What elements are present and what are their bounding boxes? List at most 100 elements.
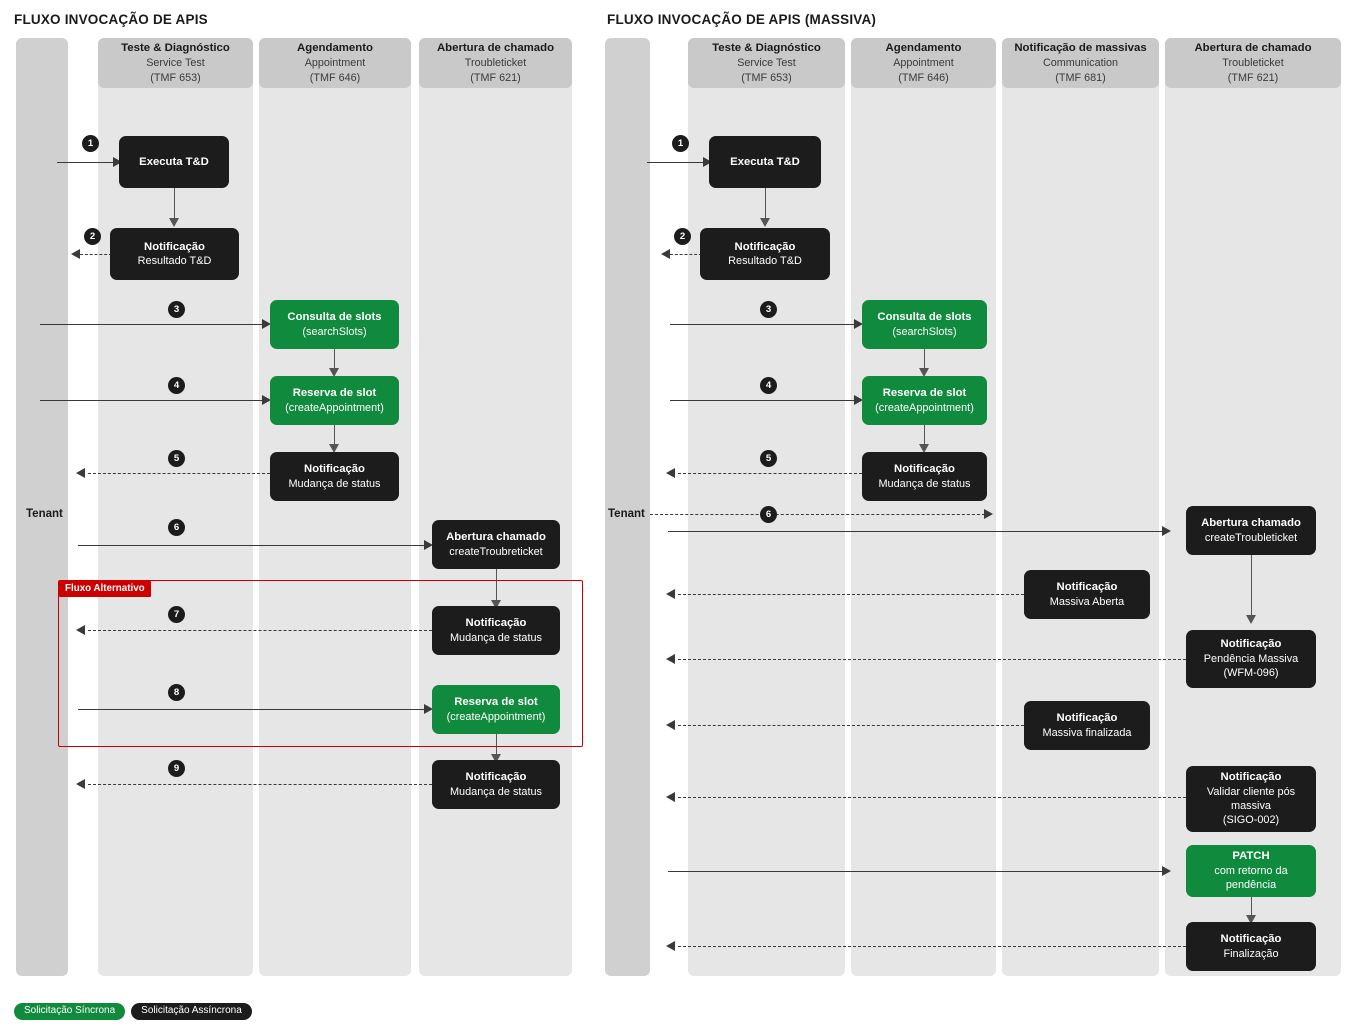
lane-header-notificacao-massivas: Notificação de massivas Communication (T… [1002, 38, 1159, 88]
node-title: Consulta de slots [877, 311, 972, 324]
step-badge-5: 5 [168, 450, 185, 467]
node-executa-td-right: Executa T&D [709, 136, 821, 188]
lane-subtitle: Appointment [893, 57, 954, 70]
node-notificacao-mudanca-status-2: Notificação Mudança de status [432, 606, 560, 655]
arrowhead-reserva-to-notif-right [919, 444, 929, 453]
lane-tmf: (TMF 653) [741, 71, 792, 84]
step-badge-8: 8 [168, 684, 185, 701]
lane-subtitle: Troubleticket [464, 57, 527, 70]
arrowhead-consulta-to-reserva-right [919, 368, 929, 377]
connector-step-1-right [647, 162, 709, 163]
step-badge-3-right: 3 [760, 301, 777, 318]
legend-async-pill: Solicitação Assíncrona [131, 1003, 252, 1020]
connector-pendencia-massiva [678, 659, 1186, 660]
lane-header-teste-diagnostico-right: Teste & Diagnóstico Service Test (TMF 65… [688, 38, 845, 88]
node-subtitle: Mudança de status [449, 631, 543, 644]
arrowhead-step-7 [76, 625, 85, 635]
node-abertura-chamado-right: Abertura chamado createTroubleticket [1186, 506, 1316, 555]
arrowhead-reserva-to-notif [329, 444, 339, 453]
node-title: Notificação [1220, 933, 1282, 946]
step-badge-1: 1 [82, 135, 99, 152]
step-badge-3: 3 [168, 301, 185, 318]
node-reserva-de-slot-alt: Reserva de slot (createAppointment) [432, 685, 560, 734]
alternative-flow-label: Fluxo Alternativo [59, 581, 151, 597]
node-title: Reserva de slot [292, 387, 377, 400]
arrowhead-step-1-right [703, 157, 712, 167]
lane-header-abertura-chamado: Abertura de chamado Troubleticket (TMF 6… [419, 38, 572, 88]
lane-tmf: (TMF 621) [470, 71, 521, 84]
arrowhead-td-to-notif [169, 218, 179, 227]
lane-title: Agendamento [297, 42, 373, 55]
lane-tmf: (TMF 621) [1227, 71, 1279, 84]
arrowhead-abertura-to-pendencia [1246, 615, 1256, 624]
lane-header-agendamento: Agendamento Appointment (TMF 646) [259, 38, 411, 88]
lane-subtitle: Service Test [737, 57, 796, 70]
node-subtitle: Finalização [1223, 947, 1279, 960]
connector-td-to-notif [174, 188, 175, 220]
node-subtitle: Mudança de status [878, 477, 971, 490]
lane-title: Abertura de chamado [436, 42, 555, 55]
arrowhead-abertura-chamado-right [1162, 526, 1171, 536]
connector-massiva-aberta [678, 594, 1024, 595]
node-subtitle: Massiva Aberta [1049, 595, 1125, 608]
node-title: Consulta de slots [287, 311, 382, 324]
lane-subtitle: Appointment [304, 57, 366, 70]
node-title: Reserva de slot [882, 387, 967, 400]
arrowhead-abertura-to-notif [491, 600, 501, 609]
connector-patch [668, 871, 1168, 872]
arrowhead-step-1 [113, 157, 122, 167]
arrowhead-consulta-to-reserva [329, 368, 339, 377]
node-subtitle: (createAppointment) [446, 710, 546, 723]
node-subtitle: Resultado T&D [137, 255, 212, 268]
arrowhead-validar-cliente [666, 792, 675, 802]
node-title: Notificação [1056, 581, 1118, 594]
lane-header-abertura-chamado-right: Abertura de chamado Troubleticket (TMF 6… [1165, 38, 1341, 88]
arrowhead-step-4-right [854, 395, 863, 405]
node-executa-td: Executa T&D [119, 136, 229, 188]
lane-title: Notificação de massivas [1014, 42, 1147, 55]
node-notificacao-validar-cliente: Notificação Validar cliente pós massiva … [1186, 766, 1316, 832]
lane-subtitle: Troubleticket [1222, 57, 1284, 70]
lane-tenant-left [16, 38, 68, 976]
lane-header-teste-diagnostico: Teste & Diagnóstico Service Test (TMF 65… [98, 38, 253, 88]
page-title-right: FLUXO INVOCAÇÃO DE APIS (MASSIVA) [607, 12, 877, 27]
legend-sync-pill: Solicitação Síncrona [14, 1003, 126, 1020]
lane-tmf: (TMF 681) [1055, 71, 1106, 84]
node-title: Executa T&D [730, 155, 800, 168]
arrowhead-patch-to-final [1246, 915, 1256, 924]
connector-step-1 [57, 162, 119, 163]
connector-massiva-finalizada [678, 725, 1024, 726]
node-title: Notificação [465, 771, 527, 784]
node-subtitle: Massiva finalizada [1042, 726, 1132, 739]
node-title: Notificação [894, 463, 955, 476]
lane-tmf: (TMF 646) [309, 71, 361, 84]
node-patch: PATCH com retorno da pendência [1186, 845, 1316, 897]
node-notificacao-mudanca-status-1: Notificação Mudança de status [270, 452, 399, 501]
node-subtitle: Resultado T&D [728, 255, 802, 268]
node-consulta-de-slots-right: Consulta de slots (searchSlots) [862, 300, 987, 349]
step-badge-7: 7 [168, 606, 185, 623]
arrowhead-pendencia-massiva [666, 654, 675, 664]
legend: Solicitação Síncrona Solicitação Assíncr… [14, 1003, 252, 1020]
node-consulta-de-slots: Consulta de slots (searchSlots) [270, 300, 399, 349]
lane-title: Teste & Diagnóstico [121, 42, 230, 55]
node-subtitle: (searchSlots) [302, 325, 367, 338]
step-badge-9: 9 [168, 760, 185, 777]
arrowhead-step-2 [71, 249, 80, 259]
arrowhead-step-5-right [666, 468, 675, 478]
connector-step-5-right [678, 473, 862, 474]
node-title: PATCH [1232, 850, 1270, 863]
lane-title: Teste & Diagnóstico [712, 42, 821, 55]
connector-abertura-to-pendencia [1251, 555, 1252, 617]
step-badge-5-right: 5 [760, 450, 777, 467]
arrowhead-step-9 [76, 779, 85, 789]
node-subtitle: (createAppointment) [285, 401, 384, 414]
connector-step-7 [88, 630, 432, 631]
node-title: Notificação [465, 617, 527, 630]
step-badge-6: 6 [168, 519, 185, 536]
node-title: Notificação [1220, 638, 1282, 651]
flow-diagram-right: FLUXO INVOCAÇÃO DE APIS (MASSIVA) Teste … [600, 0, 1346, 1027]
arrowhead-step-3 [262, 319, 271, 329]
node-title: Abertura chamado [1201, 517, 1301, 530]
step-badge-4-right: 4 [760, 377, 777, 394]
